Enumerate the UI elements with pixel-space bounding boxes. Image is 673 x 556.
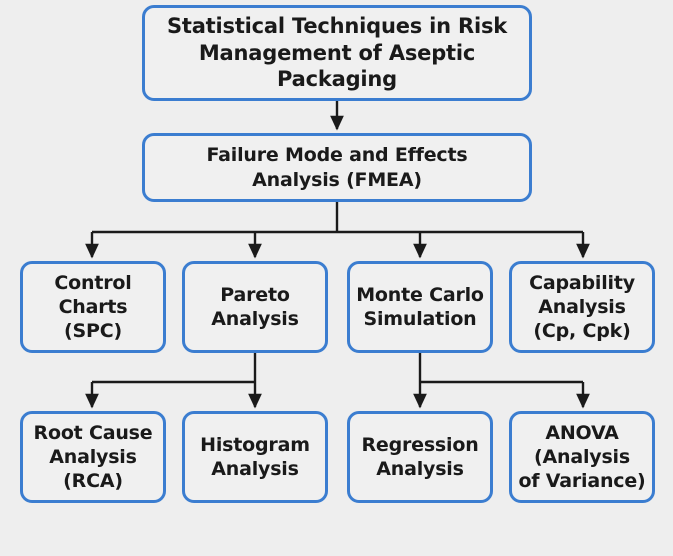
node-pareto-analysis-label: Pareto Analysis bbox=[211, 283, 299, 330]
node-root-cause-analysis[interactable]: Root Cause Analysis (RCA) bbox=[20, 411, 166, 503]
node-control-charts-label: Control Charts (SPC) bbox=[54, 271, 132, 343]
node-pareto-analysis[interactable]: Pareto Analysis bbox=[182, 261, 328, 353]
edge-montecarlo-to-level4 bbox=[413, 353, 590, 409]
node-root[interactable]: Statistical Techniques in Risk Managemen… bbox=[142, 5, 532, 101]
node-monte-carlo-simulation[interactable]: Monte Carlo Simulation bbox=[347, 261, 493, 353]
node-root-label: Statistical Techniques in Risk Managemen… bbox=[166, 13, 508, 92]
node-regression-analysis[interactable]: Regression Analysis bbox=[347, 411, 493, 503]
node-histogram-analysis[interactable]: Histogram Analysis bbox=[182, 411, 328, 503]
node-regression-analysis-label: Regression Analysis bbox=[361, 433, 479, 480]
edge-fmea-to-level3 bbox=[85, 202, 590, 259]
node-histogram-analysis-label: Histogram Analysis bbox=[200, 433, 310, 480]
node-monte-carlo-simulation-label: Monte Carlo Simulation bbox=[356, 283, 484, 330]
node-capability-analysis-label: Capability Analysis (Cp, Cpk) bbox=[529, 271, 635, 343]
node-control-charts[interactable]: Control Charts (SPC) bbox=[20, 261, 166, 353]
edge-pareto-to-level4 bbox=[85, 353, 262, 409]
node-fmea[interactable]: Failure Mode and Effects Analysis (FMEA) bbox=[142, 133, 532, 202]
node-anova[interactable]: ANOVA (Analysis of Variance) bbox=[509, 411, 655, 503]
node-root-cause-analysis-label: Root Cause Analysis (RCA) bbox=[33, 421, 153, 493]
node-capability-analysis[interactable]: Capability Analysis (Cp, Cpk) bbox=[509, 261, 655, 353]
node-fmea-label: Failure Mode and Effects Analysis (FMEA) bbox=[206, 144, 468, 191]
node-anova-label: ANOVA (Analysis of Variance) bbox=[518, 421, 646, 493]
